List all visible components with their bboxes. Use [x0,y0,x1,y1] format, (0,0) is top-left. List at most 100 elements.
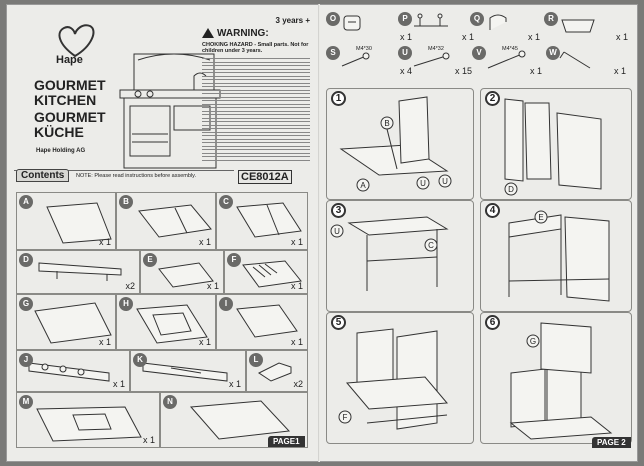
part-quantity: x 1 [228,379,241,389]
part-i-drawing [236,304,298,338]
hardware-letter: U [398,46,412,60]
step-1-diagram: B A U U [339,96,452,192]
hardware-o-drawing [343,15,361,31]
hardware-v-drawing [487,50,526,69]
hardware-quantity: x 1 [461,32,474,42]
step-number: 2 [485,91,500,106]
svg-text:C: C [428,241,434,250]
warning-triangle-icon [202,28,214,39]
hardware-quantity: x 1 [615,32,628,42]
svg-text:U: U [442,177,448,186]
part-letter: E [143,253,157,267]
step-2-diagram: D [504,98,602,196]
contents-bar: Contents NOTE: Please read instructions … [14,169,234,182]
svg-text:U: U [420,179,426,188]
part-letter: A [19,195,33,209]
step-6-diagram: G [509,322,613,440]
kitchen-illustration [119,53,221,169]
svg-text:F: F [343,413,348,422]
part-letter: N [163,395,177,409]
warning-title: WARNING: [202,28,269,39]
part-quantity: x 1 [112,379,125,389]
part-quantity: x 1 [198,237,211,247]
part-letter: G [19,297,33,311]
cover-header: Hape GOURMET KITCHEN GOURMET KÜCHE Hape … [14,12,221,169]
part-n-drawing [189,400,291,440]
hardware-s-drawing [341,52,370,67]
part-letter: M [19,395,33,409]
part-j-drawing [28,362,110,382]
part-quantity: x 1 [198,337,211,347]
svg-text:B: B [384,119,389,128]
part-letter: B [119,195,133,209]
choking-hazard-text: CHOKING HAZARD - Small parts. Not for ch… [202,42,309,54]
part-quantity: x 1 [142,435,155,445]
part-e-drawing [158,262,214,288]
hardware-letter: P [398,12,412,26]
step-3-diagram: UC [330,216,449,291]
part-c-drawing [236,202,302,238]
part-letter: C [219,195,233,209]
hardware-letter: W [546,46,560,60]
hardware-quantity: x 1 [399,32,412,42]
step-number: 5 [331,315,346,330]
part-letter: K [133,353,147,367]
assembly-note: NOTE: Please read instructions before as… [76,173,197,179]
part-m-drawing [36,406,142,442]
hardware-letter: S [326,46,340,60]
contents-tab: Contents [16,169,70,182]
age-label: 3 years + [275,16,310,25]
svg-text:D: D [508,185,514,194]
step-number: 4 [485,203,500,218]
ce-mark: CE8012A [238,170,292,184]
part-quantity: x 1 [206,281,219,291]
part-quantity: x 1 [290,237,303,247]
svg-text:G: G [530,337,536,346]
multilingual-warning-lines [202,58,310,163]
hardware-letter: Q [470,12,484,26]
part-quantity: x2 [293,379,303,389]
hardware-quantity: x 1 [613,66,626,76]
svg-text:A: A [360,181,366,190]
hardware-q-drawing [489,14,507,30]
part-letter: I [219,297,233,311]
part-h-drawing [136,304,208,344]
hape-heart-logo-icon [58,24,95,58]
step-number: 3 [331,203,346,218]
part-k-drawing [142,362,228,382]
hardware-spec: M4*32 [428,46,444,52]
hardware-r-drawing [561,19,595,33]
hardware-w-drawing [559,51,591,69]
step-number: 1 [331,91,346,106]
step-5-diagram: F [338,328,449,430]
page2-label: PAGE 2 [592,437,631,448]
part-quantity: x2 [125,281,135,291]
product-title-en: GOURMET KITCHEN [34,77,106,108]
page1-label: PAGE1 [268,436,305,447]
part-quantity: x 1 [98,237,111,247]
hardware-quantity: x 4 [399,66,412,76]
part-b-drawing [138,204,212,238]
hardware-letter: V [472,46,486,60]
brand-name: Hape [56,54,83,66]
company-name: Hape Holding AG [36,148,86,154]
